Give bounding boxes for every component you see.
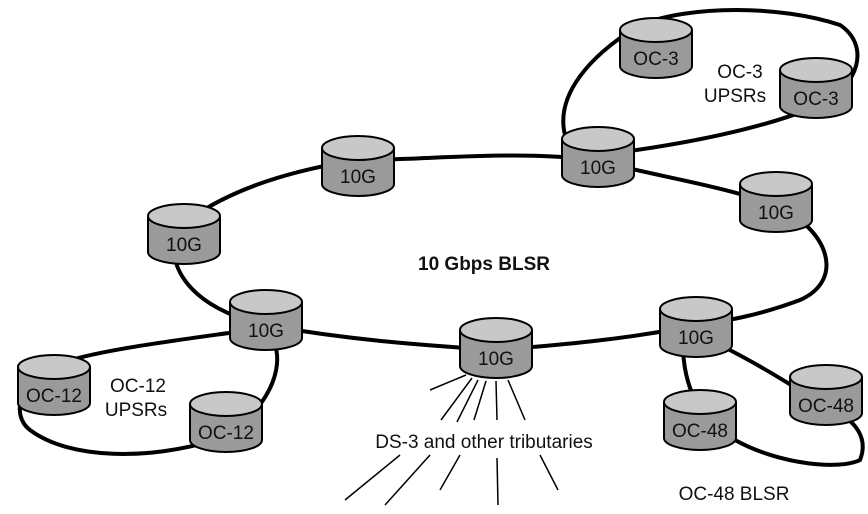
nodes: OC-3 OC-3 10G 10G 10G 10G 10G 10G xyxy=(17,17,863,453)
oc3-ring xyxy=(561,8,860,157)
node-oc12-a: OC-12 xyxy=(17,354,91,416)
node-10g-top-right: 10G xyxy=(561,126,635,188)
node-10g-left-label: 10G xyxy=(248,321,284,342)
node-oc3-a: OC-3 xyxy=(619,17,693,79)
node-10g-top-left-label: 10G xyxy=(166,235,202,256)
node-10g-top-mid: 10G xyxy=(321,135,395,197)
node-oc48-b-label: OC-48 xyxy=(798,396,854,417)
tributaries-label: DS-3 and other tributaries xyxy=(375,432,593,453)
main-ring xyxy=(171,153,829,353)
node-10g-top-left: 10G xyxy=(147,203,221,265)
node-10g-bottom-mid: 10G xyxy=(459,317,533,379)
node-10g-right-label: 10G xyxy=(758,203,794,224)
node-10g-bottom-mid-label: 10G xyxy=(478,349,514,370)
node-oc48-a-label: OC-48 xyxy=(672,421,728,442)
node-oc48-b: OC-48 xyxy=(789,364,863,426)
node-oc3-a-label: OC-3 xyxy=(633,49,678,70)
oc12-ring-label-line2: UPSRs xyxy=(105,400,167,421)
tributary-lines xyxy=(344,374,559,506)
node-oc48-a: OC-48 xyxy=(663,389,737,451)
node-10g-top-right-label: 10G xyxy=(580,158,616,179)
node-10g-top-mid-label: 10G xyxy=(340,167,376,188)
oc48-ring-label: OC-48 BLSR xyxy=(679,484,790,505)
oc3-ring-label-line2: UPSRs xyxy=(704,86,766,107)
node-oc12-b-label: OC-12 xyxy=(198,423,254,444)
node-oc12-a-label: OC-12 xyxy=(26,386,82,407)
oc12-ring-label-line1: OC-12 xyxy=(110,376,166,397)
node-10g-left: 10G xyxy=(229,289,303,351)
main-ring-label: 10 Gbps BLSR xyxy=(418,254,550,275)
node-10g-bottom-right: 10G xyxy=(659,296,733,358)
node-oc3-b-label: OC-3 xyxy=(793,89,838,110)
node-10g-right: 10G xyxy=(739,171,813,233)
node-oc3-b: OC-3 xyxy=(779,57,853,119)
oc3-ring-label-line1: OC-3 xyxy=(717,62,762,83)
node-10g-bottom-right-label: 10G xyxy=(678,328,714,349)
node-oc12-b: OC-12 xyxy=(189,391,263,453)
